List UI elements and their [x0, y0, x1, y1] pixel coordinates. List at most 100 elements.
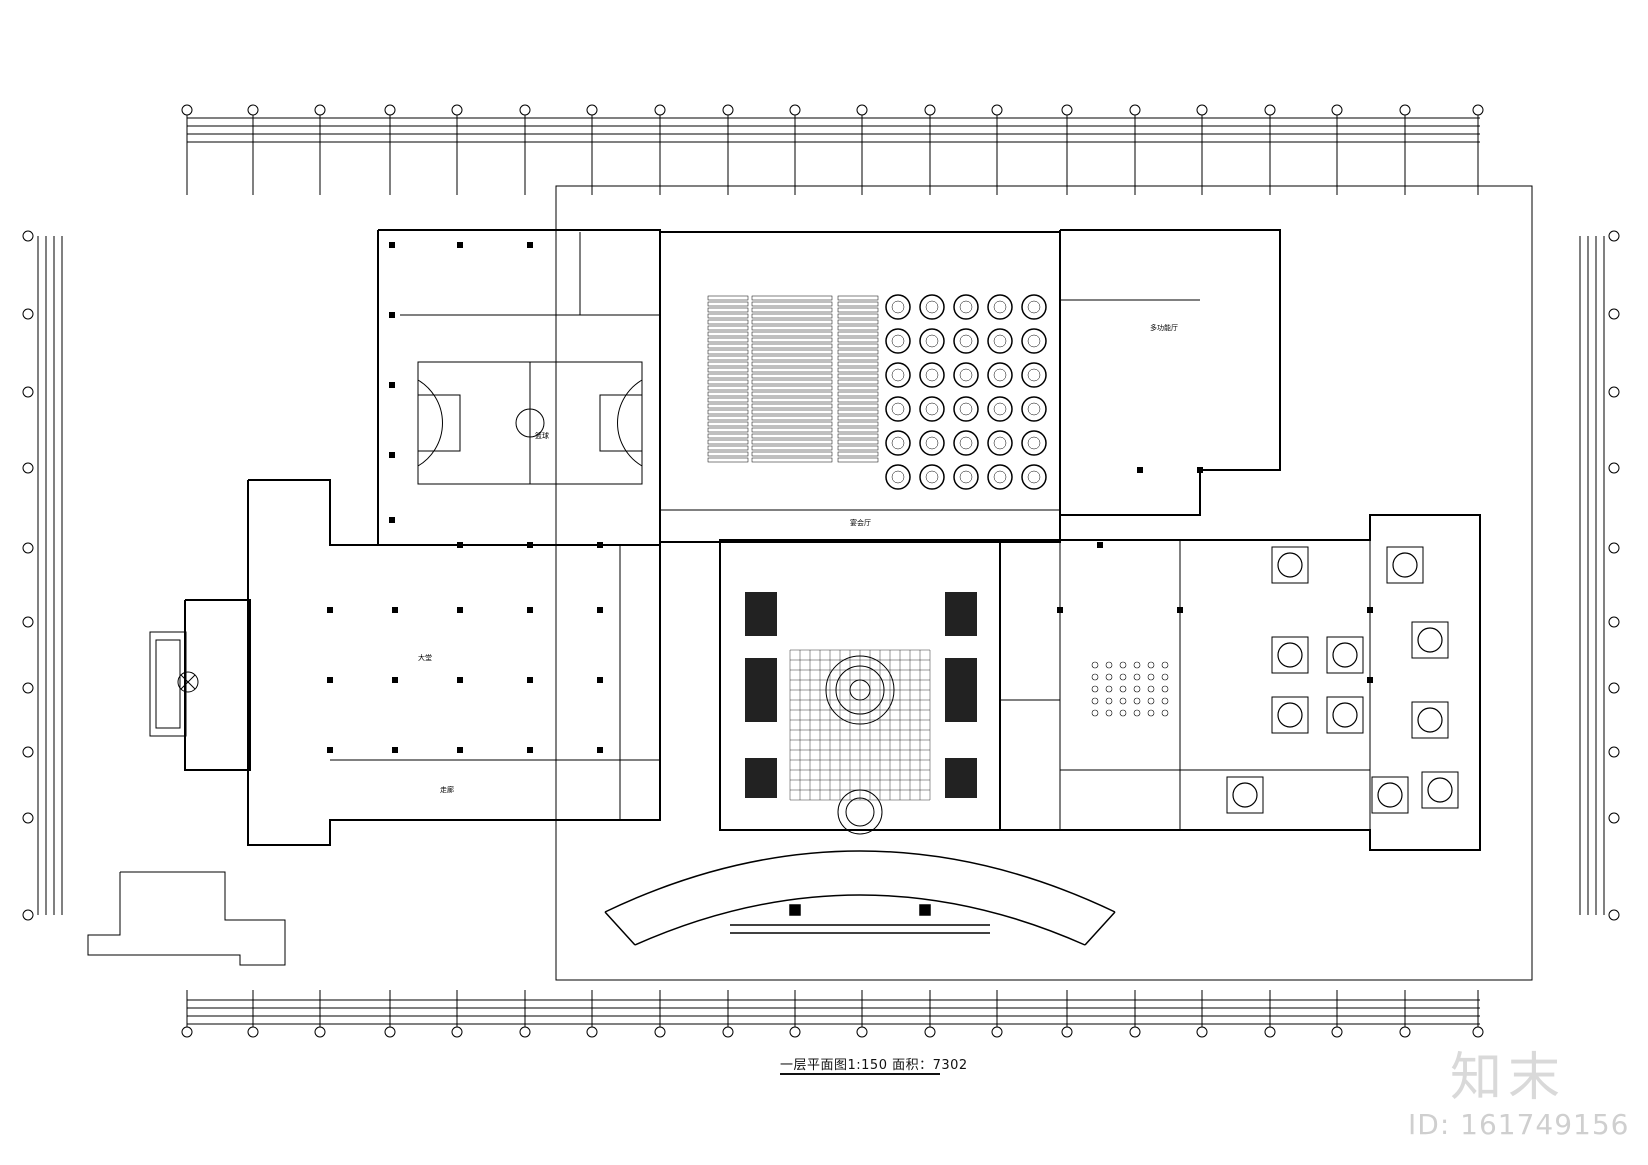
grid-bubble	[247, 104, 259, 116]
dining-table	[1277, 552, 1303, 578]
grid-bubble	[22, 542, 34, 554]
grid-bubble	[856, 104, 868, 116]
top-grid-bubbles	[181, 104, 1484, 116]
private-dining-rooms	[1091, 546, 1459, 814]
grid-bubble	[22, 812, 34, 824]
column	[327, 747, 333, 753]
seat-row	[751, 427, 833, 433]
dining-room	[1271, 636, 1309, 674]
seat-row	[707, 355, 749, 361]
round-table	[1021, 464, 1047, 490]
seat-row	[707, 313, 749, 319]
round-table	[987, 328, 1013, 354]
right-dimension-lines	[1579, 236, 1605, 915]
cafe-seat	[1091, 673, 1099, 681]
seat-row	[837, 367, 879, 373]
seat-row	[751, 349, 833, 355]
dining-table	[1332, 702, 1358, 728]
seat-row	[707, 349, 749, 355]
cafe-seat	[1091, 661, 1099, 669]
cafe-seat	[1133, 673, 1141, 681]
round-table	[953, 328, 979, 354]
seat-row	[837, 445, 879, 451]
round-table-top	[891, 470, 905, 484]
dining-room	[1411, 701, 1449, 739]
seat-row	[707, 337, 749, 343]
seat-row	[837, 319, 879, 325]
grid-bubble	[181, 104, 193, 116]
grid-bubble	[1472, 104, 1484, 116]
cafe-seat	[1161, 697, 1169, 705]
round-table	[885, 464, 911, 490]
column	[1137, 467, 1143, 473]
seat-row	[837, 397, 879, 403]
seat-row	[707, 379, 749, 385]
grid-bubble	[1196, 104, 1208, 116]
grid-bubble	[1608, 682, 1620, 694]
seat-row	[837, 415, 879, 421]
round-table	[885, 430, 911, 456]
column	[457, 677, 463, 683]
round-table	[953, 294, 979, 320]
grid-bubble	[384, 104, 396, 116]
round-table-top	[891, 402, 905, 416]
seat-row	[707, 361, 749, 367]
round-table	[1021, 396, 1047, 422]
round-table-top	[993, 470, 1007, 484]
column	[1177, 607, 1183, 613]
round-table-top	[925, 300, 939, 314]
grid-bubble	[1608, 386, 1620, 398]
round-table-top	[925, 436, 939, 450]
round-table	[919, 464, 945, 490]
grid-bubble	[451, 1026, 463, 1038]
seat-row	[751, 445, 833, 451]
seat-row	[837, 349, 879, 355]
grid-bubble	[1129, 1026, 1141, 1038]
round-table	[885, 328, 911, 354]
round-table-top	[925, 402, 939, 416]
grid-bubble	[22, 462, 34, 474]
top-dimension-lines	[187, 117, 1480, 143]
seat-row	[751, 385, 833, 391]
dining-room	[1326, 636, 1364, 674]
seat-row	[837, 451, 879, 457]
seat-row	[751, 313, 833, 319]
round-table-top	[959, 300, 973, 314]
cafe-seat	[1133, 709, 1141, 717]
grid-bubble	[1331, 1026, 1343, 1038]
seat-row	[837, 433, 879, 439]
entrance-canopy	[604, 850, 1116, 946]
column	[1367, 677, 1373, 683]
round-table	[987, 464, 1013, 490]
seat-row	[751, 421, 833, 427]
grid-bubble	[1608, 616, 1620, 628]
seat-row	[707, 295, 749, 301]
seat-row	[751, 433, 833, 439]
seat-row	[837, 421, 879, 427]
grid-bubble	[22, 308, 34, 320]
seat-row	[707, 319, 749, 325]
grid-bubble	[1608, 230, 1620, 242]
grid-bubble	[1129, 104, 1141, 116]
round-table	[987, 430, 1013, 456]
round-table	[919, 328, 945, 354]
cafe-seat	[1147, 709, 1155, 717]
dining-table	[1392, 552, 1418, 578]
column	[527, 607, 533, 613]
round-table	[885, 396, 911, 422]
seat-row	[707, 439, 749, 445]
seat-row	[707, 391, 749, 397]
seat-row	[707, 433, 749, 439]
seat-row	[751, 295, 833, 301]
seat-row	[707, 331, 749, 337]
basketball-court	[417, 361, 643, 485]
column	[392, 747, 398, 753]
column	[389, 517, 395, 523]
grid-bubble	[654, 1026, 666, 1038]
grid-bubble	[654, 104, 666, 116]
seat-row	[707, 403, 749, 409]
round-table	[1021, 294, 1047, 320]
lobby-floor-pattern	[789, 649, 931, 801]
grid-bubble	[1608, 909, 1620, 921]
room-label-lobby: 大堂	[418, 653, 432, 662]
